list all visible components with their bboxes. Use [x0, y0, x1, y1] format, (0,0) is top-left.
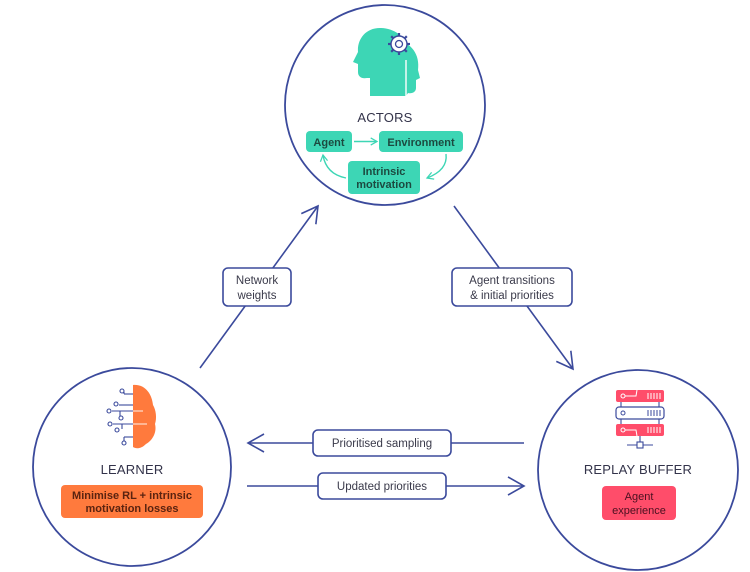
- svg-text:Network: Network: [236, 275, 278, 287]
- edge-updated-priorities: Updated priorities: [247, 472, 526, 500]
- edge-prioritised-sampling: Prioritised sampling: [246, 429, 524, 457]
- network-weights-label-box: [222, 267, 292, 307]
- svg-text:Updated priorities: Updated priorities: [337, 481, 427, 493]
- environment-chip: Environment: [379, 131, 463, 152]
- agent-chip: Agent: [306, 131, 352, 152]
- server-stack-icon: [615, 389, 665, 449]
- actors-node: ACTORS Agent Environment Intrinsic motiv…: [284, 4, 486, 206]
- svg-text:Environment: Environment: [387, 137, 455, 149]
- replay-buffer-node: REPLAY BUFFER Agent experience: [537, 369, 739, 571]
- replay-buffer-circle: [537, 369, 739, 571]
- svg-text:weights: weights: [237, 290, 277, 302]
- svg-text:Agent: Agent: [625, 491, 654, 503]
- svg-text:experience: experience: [612, 505, 666, 517]
- learner-title: LEARNER: [101, 462, 164, 477]
- svg-text:motivation: motivation: [356, 179, 412, 191]
- svg-text:motivation losses: motivation losses: [86, 503, 179, 515]
- learner-objective-chip: Minimise RL + intrinsic motivation losse…: [61, 485, 203, 518]
- svg-text:Minimise RL + intrinsic: Minimise RL + intrinsic: [72, 490, 192, 502]
- svg-text:Agent: Agent: [313, 137, 345, 149]
- brain-circuit-icon: [106, 384, 157, 449]
- intrinsic-motivation-chip: Intrinsic motivation: [348, 161, 420, 194]
- edge-agent-transitions: Agent transitions & initial priorities: [451, 205, 574, 371]
- updated-priorities-label-box: [317, 472, 447, 500]
- intrinsic-to-agent-arrow: [319, 153, 347, 179]
- agent-transitions-label-box: [451, 267, 573, 307]
- replay-buffer-title: REPLAY BUFFER: [584, 462, 692, 477]
- actors-title: ACTORS: [357, 110, 412, 125]
- actors-circle: [284, 4, 486, 206]
- svg-text:Agent transitions: Agent transitions: [469, 275, 555, 287]
- head-gear-icon: [353, 28, 420, 96]
- prioritised-sampling-label-box: [312, 429, 452, 457]
- learner-node: LEARNER Minimise RL + intrinsic motivati…: [32, 367, 232, 567]
- environment-to-intrinsic-arrow: [425, 153, 447, 180]
- svg-text:Intrinsic: Intrinsic: [363, 166, 406, 178]
- edge-network-weights: Network weights: [199, 204, 319, 369]
- agent-experience-chip: Agent experience: [602, 486, 676, 520]
- svg-text:& initial priorities: & initial priorities: [470, 290, 554, 302]
- svg-text:Prioritised sampling: Prioritised sampling: [332, 438, 432, 450]
